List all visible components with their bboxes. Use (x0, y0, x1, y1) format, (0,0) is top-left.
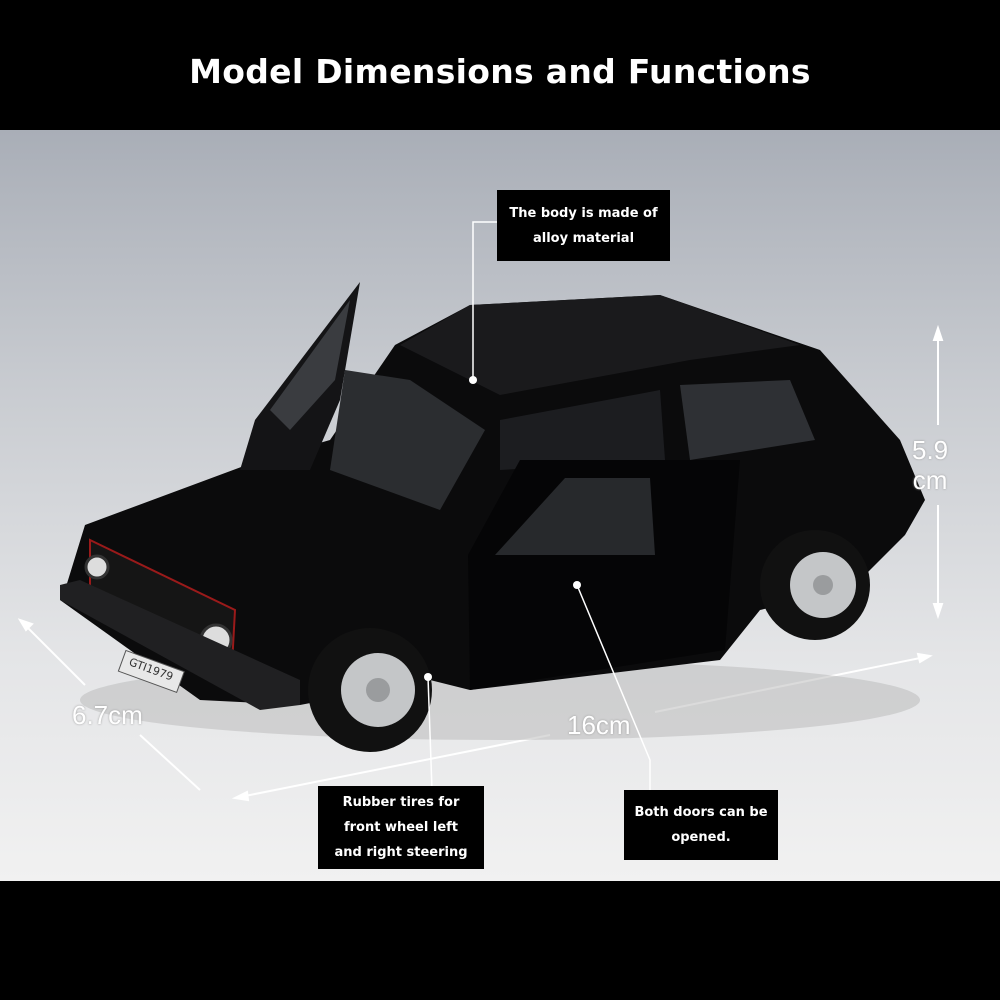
callout-text: Both doors can be opened. (634, 805, 768, 845)
length-dimension: 16cm (567, 710, 631, 740)
page-title: Model Dimensions and Functions (189, 52, 811, 91)
product-photo: GTI1979 5.9 cm 6.7cm 16cm The body is ma… (0, 130, 1000, 881)
callout-rubber-tires: Rubber tires for front wheel left and ri… (318, 786, 484, 869)
front-wheel (308, 628, 432, 752)
callout-text: The body is made of alloy material (509, 205, 658, 246)
callout-doors: Both doors can be opened. (624, 790, 778, 860)
callout-body-material: The body is made of alloy material (497, 190, 670, 261)
height-dimension: 5.9 cm (912, 435, 948, 495)
height-unit: cm (912, 465, 948, 495)
header-bar: Model Dimensions and Functions (0, 0, 1000, 130)
car-illustration (17, 221, 944, 802)
width-dimension: 6.7cm (72, 700, 143, 730)
height-value: 5.9 (912, 435, 949, 465)
footer-bar (0, 881, 1000, 1000)
rear-wheel (760, 530, 870, 640)
callout-text: Rubber tires for front wheel left and ri… (334, 795, 468, 860)
